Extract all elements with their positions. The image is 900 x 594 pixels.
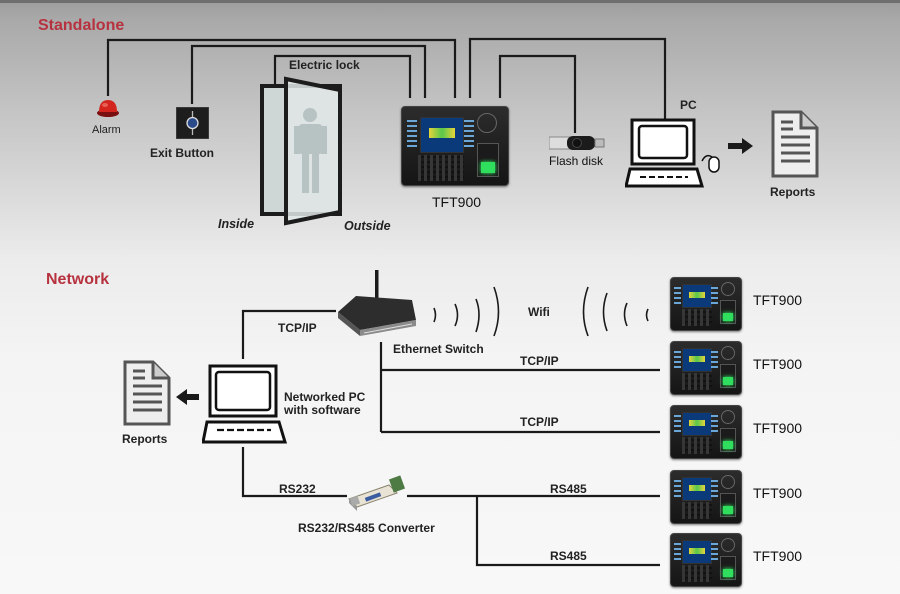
- wire-alarm: [106, 38, 457, 98]
- flash-disk-icon: [549, 136, 605, 150]
- wire-router-pc: [241, 309, 336, 359]
- tft900-terminal: [670, 405, 742, 459]
- section-title-network: Network: [46, 271, 110, 288]
- wire-pc: [468, 37, 667, 120]
- exit-button-label: Exit Button: [150, 146, 214, 160]
- alarm-icon: [97, 100, 119, 117]
- inside-label: Inside: [218, 217, 255, 231]
- flash-disk-label: Flash disk: [549, 154, 604, 168]
- reports-document-icon: [771, 110, 819, 178]
- router-icon: [338, 270, 416, 336]
- wire-pc-rs232: [241, 447, 347, 498]
- wifi-arc-in-3: [623, 302, 628, 327]
- tft900-label-standalone: TFT900: [432, 194, 482, 210]
- wifi-arc-out-1: [433, 307, 437, 323]
- pc-label: PC: [680, 98, 697, 112]
- tft900-label: TFT900: [753, 292, 803, 308]
- network-reports-document-icon: [123, 360, 171, 426]
- tft900-label: TFT900: [753, 485, 803, 501]
- converter-label: RS232/RS485 Converter: [298, 521, 435, 535]
- rs232-rs485-converter-icon: [348, 475, 406, 511]
- networked-pc-label-line2: with software: [284, 403, 361, 417]
- link-label-tcp-2: TCP/IP: [520, 415, 559, 429]
- wifi-label: Wifi: [528, 305, 550, 319]
- reports-label: Reports: [770, 185, 816, 199]
- top-border: [0, 0, 900, 3]
- tft900-terminal: [670, 341, 742, 395]
- tft900-terminal: [670, 277, 742, 331]
- ethernet-switch-label: Ethernet Switch: [393, 342, 484, 356]
- rs232-label: RS232: [279, 482, 316, 496]
- networked-pc-icon: [202, 364, 288, 444]
- outside-label: Outside: [344, 219, 391, 233]
- exit-button-icon: [176, 107, 209, 139]
- router-link-label: TCP/IP: [278, 321, 317, 335]
- link-label-rs485-2: RS485: [550, 549, 587, 563]
- link-label-rs485-1: RS485: [550, 482, 587, 496]
- pc-icon: [625, 118, 720, 188]
- wire-electric-lock: [273, 54, 412, 98]
- tft900-label: TFT900: [753, 356, 803, 372]
- alarm-label: Alarm: [92, 124, 121, 136]
- link-label-tcp-1: TCP/IP: [520, 354, 559, 368]
- tft900-terminal-standalone: [401, 106, 509, 186]
- wire-exit-button: [190, 44, 427, 104]
- arrow-left-icon: [176, 389, 199, 405]
- electric-lock-label: Electric lock: [289, 58, 360, 72]
- wifi-arc-in-1: [582, 286, 589, 337]
- networked-pc-label-line1: Networked PC: [284, 390, 366, 404]
- wifi-arc-in-2: [602, 292, 608, 332]
- door-icon: [260, 76, 342, 226]
- section-title-standalone: Standalone: [38, 17, 125, 34]
- wifi-arc-out-3: [475, 298, 480, 333]
- tft900-terminal: [670, 470, 742, 524]
- wire-flash-disk: [498, 54, 577, 133]
- wifi-arc-out-4: [493, 286, 500, 337]
- network-reports-label: Reports: [122, 432, 168, 446]
- tft900-label: TFT900: [753, 420, 803, 436]
- networked-pc-label: Networked PC with software: [284, 391, 365, 417]
- wifi-arc-in-4: [645, 308, 649, 322]
- tft900-label: TFT900: [753, 548, 803, 564]
- wire-rs485-branch: [475, 496, 660, 567]
- tft900-terminal: [670, 533, 742, 587]
- wifi-arc-out-2: [454, 303, 459, 327]
- arrow-right-icon: [728, 138, 753, 154]
